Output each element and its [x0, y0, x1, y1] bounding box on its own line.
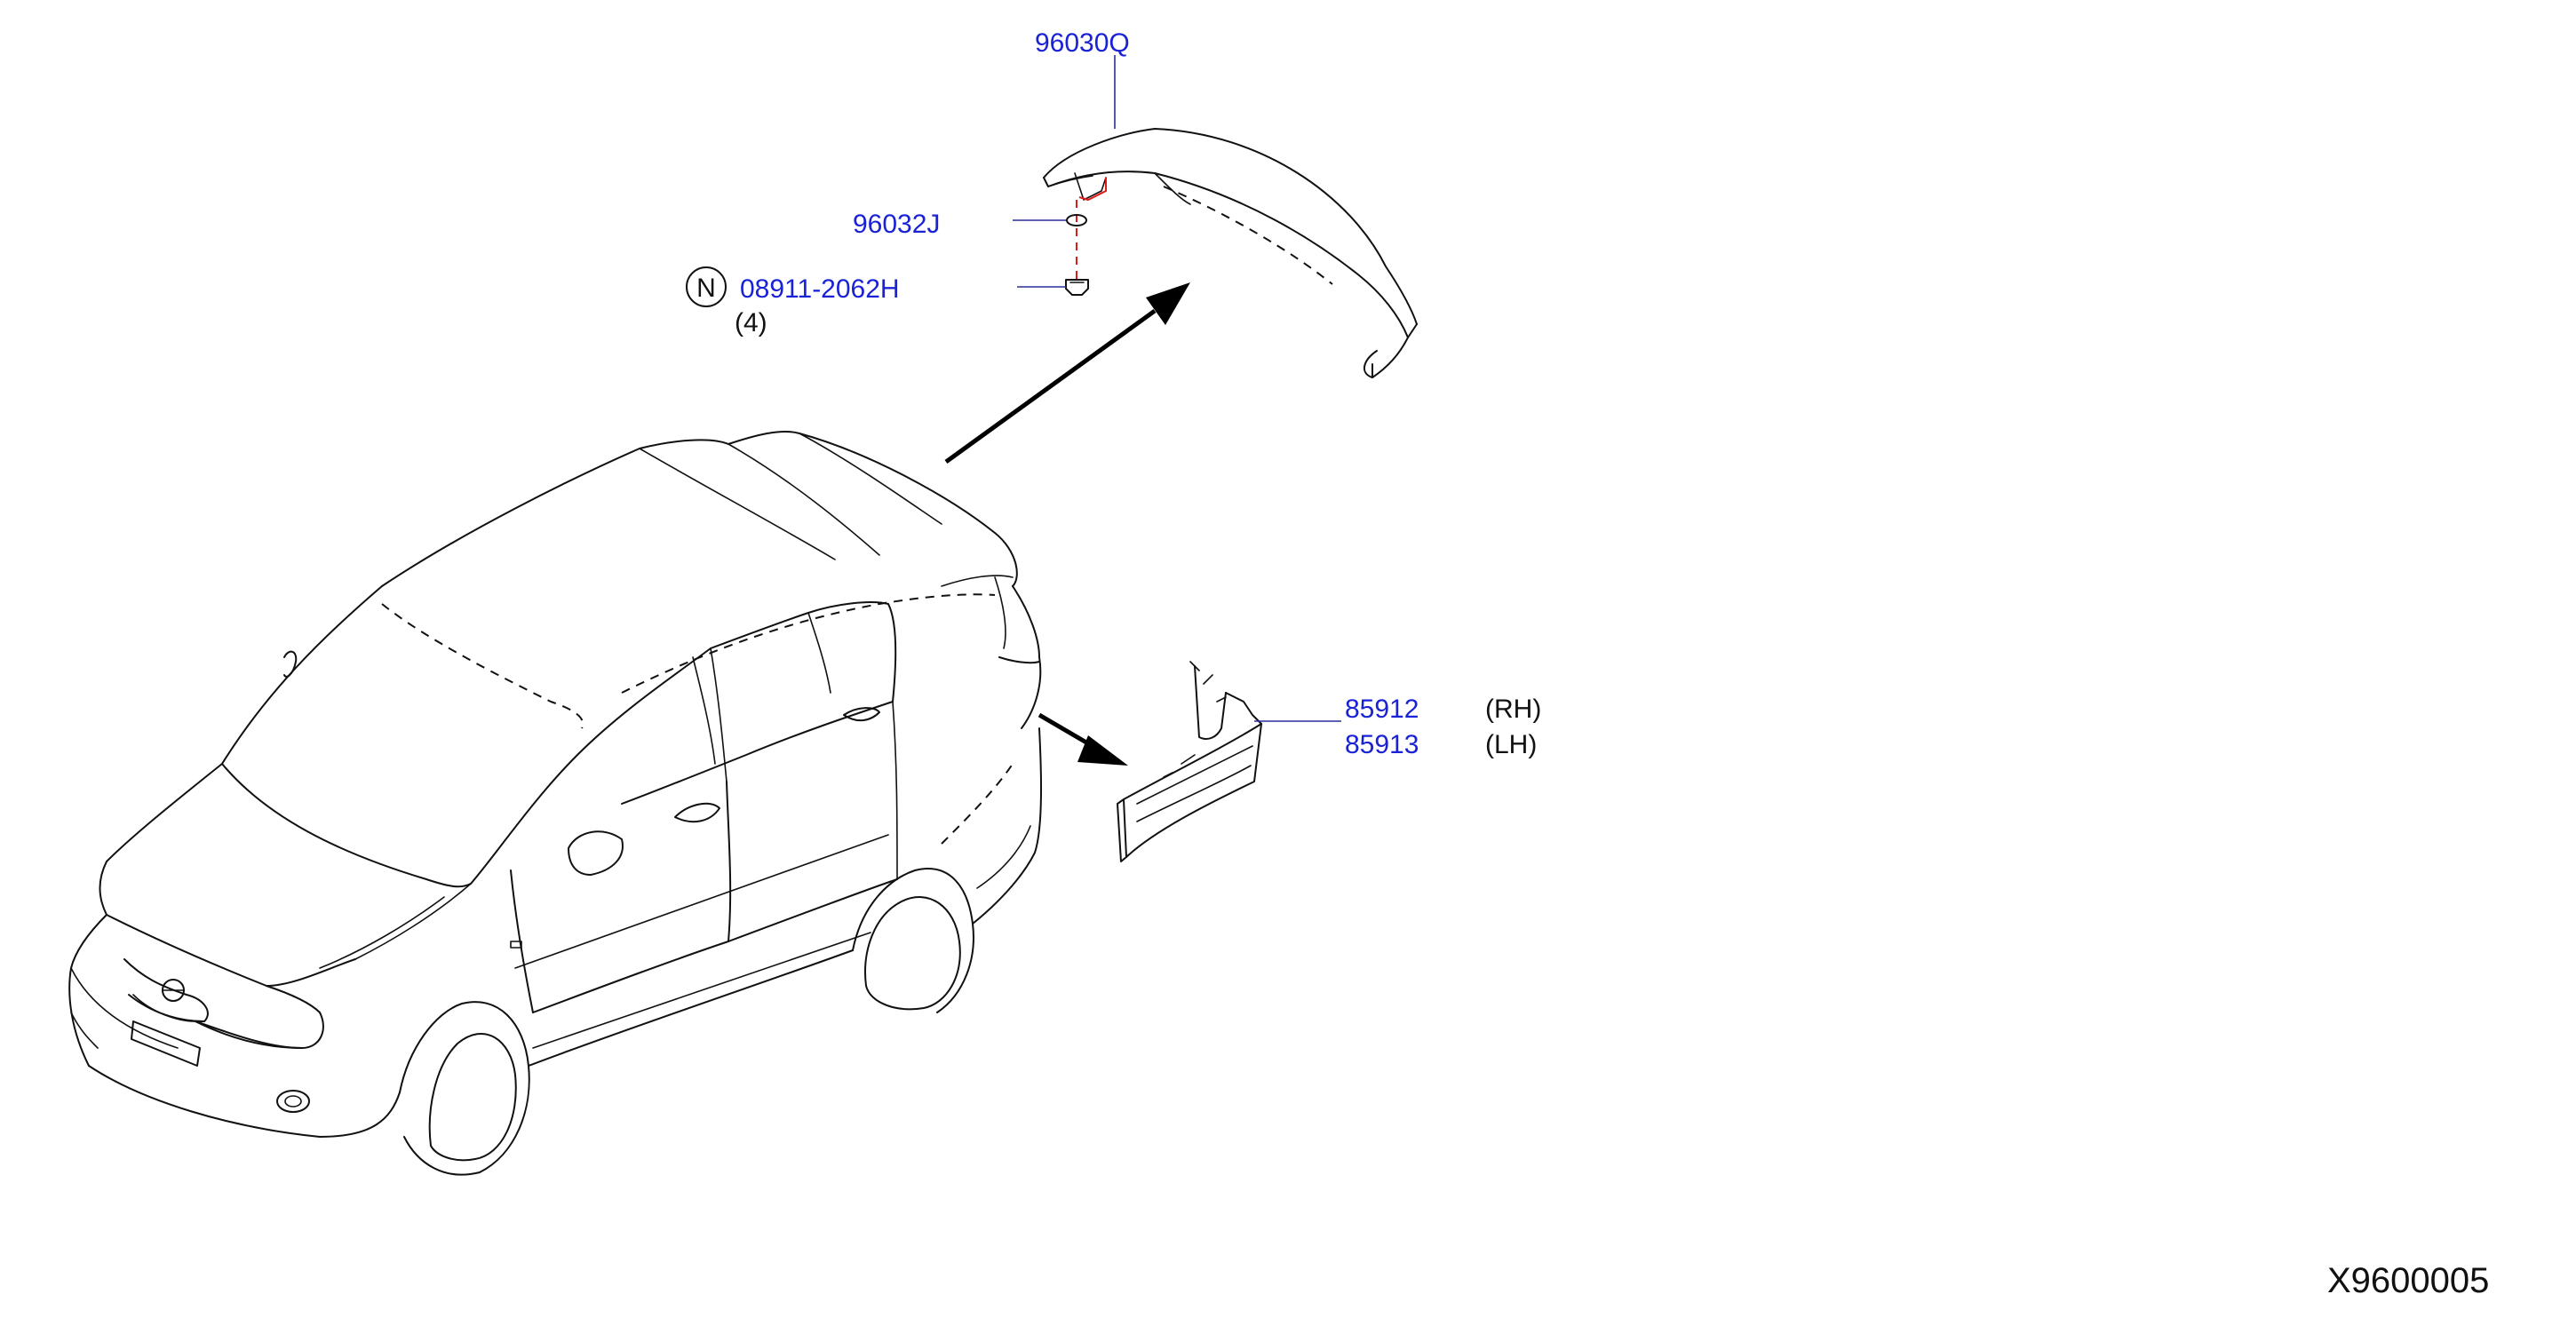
part-number-08911-2062h[interactable]: 08911-2062H: [740, 274, 900, 304]
red-guide-lines: [1076, 178, 1107, 284]
nut-illustration: [1065, 279, 1089, 296]
part-number-85913[interactable]: 85913: [1345, 730, 1419, 759]
n-badge-letter: N: [696, 274, 716, 303]
nut-quantity: (4): [735, 308, 767, 337]
arrow-to-spoiler: [944, 282, 1190, 464]
part-number-85912[interactable]: 85912: [1345, 695, 1419, 724]
car-illustration: [68, 430, 1043, 1176]
side-rh-label: (RH): [1485, 695, 1541, 724]
washer-illustration: [1066, 214, 1087, 226]
arrow-to-finisher: [1038, 712, 1128, 766]
rear-spoiler-illustration: [1043, 128, 1418, 378]
side-lh-label: (LH): [1485, 730, 1537, 759]
n-badge-circle: [686, 266, 727, 307]
rear-finisher-illustration: [1117, 661, 1262, 862]
part-number-96030q[interactable]: 96030Q: [1035, 28, 1130, 58]
illustration-code: X9600005: [2327, 1261, 2489, 1300]
part-number-96032j[interactable]: 96032J: [853, 210, 940, 239]
